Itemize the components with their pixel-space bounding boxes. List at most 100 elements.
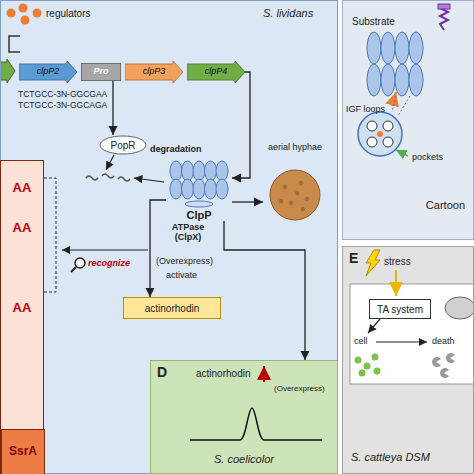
ssra-box: SsrA — [1, 429, 45, 474]
subunit — [409, 64, 423, 96]
annotation-label: recognize — [88, 258, 130, 268]
protease-subunit — [193, 161, 205, 181]
annotation-label: death — [432, 336, 455, 346]
fragment — [86, 176, 98, 180]
dashed-bracket — [44, 178, 56, 292]
colony-image: aerial hyphae — [263, 143, 327, 223]
protease-subunit — [182, 161, 194, 181]
substrate-chain — [440, 8, 448, 30]
subunit — [367, 32, 381, 64]
living-cells — [355, 354, 381, 377]
subunit — [409, 32, 423, 64]
edge-label: activate — [166, 270, 197, 280]
node-text: clpP2 — [19, 61, 77, 83]
subunit — [395, 32, 409, 64]
product-box: actinorhodin — [123, 297, 221, 319]
protease-subunit — [216, 161, 228, 181]
gene-arrow-shape — [125, 61, 183, 83]
pocket-pointer — [396, 150, 408, 156]
cell-dot — [374, 368, 381, 375]
colony-speckle — [279, 199, 283, 203]
node-text: S. coelicolor — [151, 453, 337, 465]
hplc-peak — [190, 408, 322, 440]
regulator-ellipse: PopR — [99, 135, 147, 155]
annotation-label: (Overexpress) — [274, 384, 325, 393]
connector-arrow — [224, 221, 305, 360]
degradation-arrow — [134, 178, 164, 182]
panel-fill — [0, 0, 338, 474]
annotation-label: actinorhodin — [196, 368, 250, 380]
handle — [71, 267, 76, 272]
gene-arrow-shape — [19, 61, 77, 83]
colony-speckle — [295, 191, 299, 195]
process-box: TA system — [369, 299, 431, 319]
annotation-label: cell — [354, 336, 368, 346]
node-text: Cartoon — [426, 199, 465, 211]
zoom-line — [392, 96, 396, 112]
recognize-arrow — [62, 249, 148, 250]
colony-speckle — [289, 201, 293, 205]
tag-strip: AAAAAASsrA — [0, 160, 44, 474]
panel-fill — [150, 360, 338, 474]
colony-circle — [270, 170, 320, 220]
node-text: PopR — [99, 135, 147, 155]
toxin-ellipse — [445, 297, 474, 319]
protease-subunit — [193, 179, 205, 199]
colony-speckle — [283, 185, 287, 189]
atpase-ring — [185, 201, 213, 207]
annotation-label: stress — [384, 256, 411, 268]
regulator-dot — [7, 9, 16, 18]
connector-arrow — [150, 200, 166, 297]
protease-subunit — [170, 161, 182, 181]
node-text: AA — [1, 221, 43, 235]
gene-arrow-shape — [187, 61, 245, 83]
annotation-label: TCTGCC-3N-GGCAGA — [18, 101, 107, 111]
annotation-label: IGF loops — [346, 104, 385, 114]
panel-fill — [342, 0, 474, 240]
clpp-barrel — [367, 32, 423, 96]
species-panel: S. lividans clpP2 Pro clpP3clpP4PopR ClpP aer… — [0, 0, 338, 474]
colony-speckle — [301, 207, 305, 211]
node-text: Pro — [82, 64, 120, 80]
node-text: S. lividans — [263, 7, 313, 19]
annotation-label: ATPase (ClpX) — [160, 222, 216, 243]
node-text: clpP3 — [125, 61, 183, 83]
node-text: D — [157, 365, 167, 380]
cell-dot — [364, 363, 371, 370]
dead-cell — [432, 357, 441, 367]
dead-cells — [432, 353, 455, 378]
protease-barrel: ClpP — [166, 159, 232, 221]
colony-speckle — [305, 197, 309, 201]
annotation-label: Substrate — [352, 16, 395, 28]
increase-arrow — [263, 366, 265, 382]
gene-arrow: clpP3 — [125, 61, 183, 83]
annotation-label: pockets — [412, 152, 443, 162]
pocket — [383, 137, 393, 147]
cartoon-panel: Cartoon — [342, 0, 474, 240]
bracket — [9, 36, 20, 52]
regulator-dot — [33, 9, 42, 18]
subunit — [381, 32, 395, 64]
node-text: E — [349, 251, 358, 266]
shape-outline — [263, 143, 327, 223]
node-text: AA — [1, 301, 43, 315]
node-text: SsrA — [2, 430, 44, 474]
connector-arrow — [112, 81, 113, 135]
lens — [75, 258, 85, 268]
colony-speckle — [299, 181, 303, 185]
pocket-view — [358, 112, 402, 156]
pocket-center — [377, 131, 383, 137]
lightning-icon — [366, 250, 380, 276]
subunit — [395, 64, 409, 96]
pocket — [383, 121, 393, 131]
gene-arrow — [0, 59, 15, 83]
node-text: actinorhodin — [124, 298, 220, 318]
annotation-label: regulators — [46, 8, 90, 20]
gene-arrow: clpP4 — [187, 61, 245, 83]
inner-box — [350, 284, 474, 384]
ellipse-shape — [100, 136, 146, 154]
annotation-label: degradation — [150, 144, 202, 154]
node-text: S. cattleya DSM — [351, 451, 430, 463]
dead-cell — [446, 353, 455, 363]
